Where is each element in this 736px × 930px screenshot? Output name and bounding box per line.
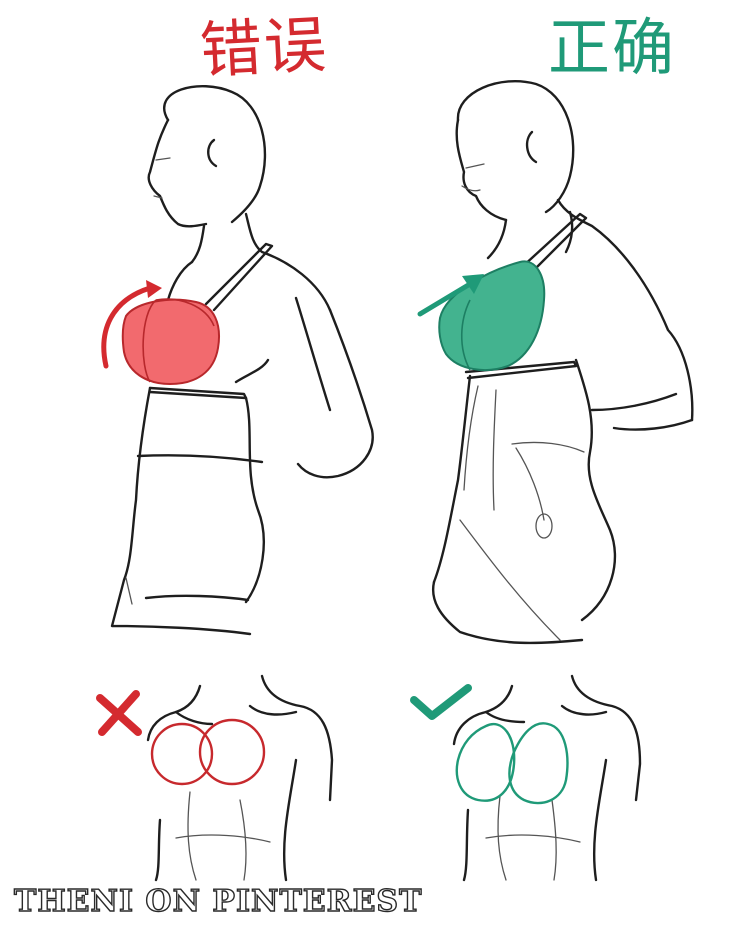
right-heading: 正确	[548, 11, 677, 84]
wrong-right-circle	[198, 718, 266, 786]
wrong-front-view	[96, 674, 334, 882]
wrong-figure	[101, 85, 374, 636]
wrong-left-circle	[150, 722, 214, 786]
cross-icon	[96, 690, 142, 736]
wrong-breast-shape	[121, 298, 220, 386]
right-figure	[417, 80, 694, 645]
watermark: THENI ON PINTEREST	[13, 883, 423, 919]
right-front-view	[410, 674, 642, 882]
right-breast-shape	[438, 260, 546, 371]
right-arrow	[417, 281, 473, 317]
check-icon	[410, 684, 472, 720]
right-right-shape	[508, 722, 569, 805]
right-left-shape	[455, 723, 516, 802]
wrong-arrow	[101, 285, 153, 369]
